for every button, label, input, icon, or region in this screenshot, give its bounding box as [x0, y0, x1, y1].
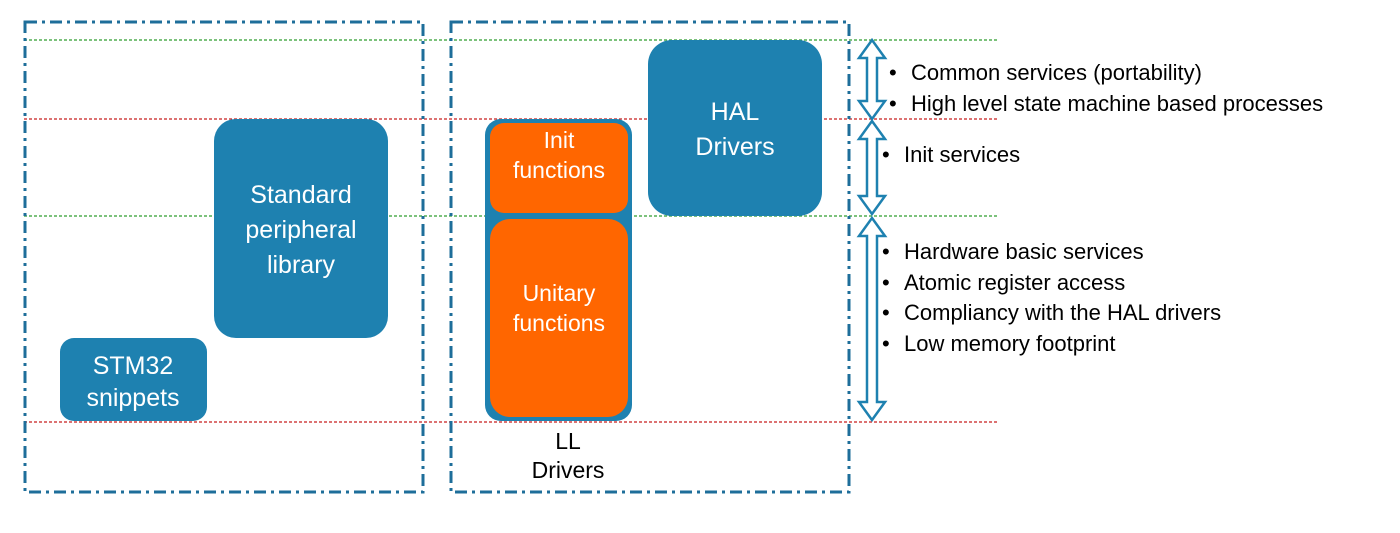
- annotation-common-item-1: Common services (portability): [911, 60, 1202, 85]
- stm32-snippets-line-2: snippets: [86, 384, 179, 412]
- annotation-common-services: • Common services (portability) • High l…: [889, 60, 1323, 116]
- annotation-hardware-item-1: Hardware basic services: [904, 239, 1144, 264]
- ll-drivers-stack: Init functions Unitary functions: [485, 119, 632, 421]
- right-frame: [449, 20, 851, 494]
- annotation-hardware-item-3: Compliancy with the HAL drivers: [904, 300, 1221, 325]
- standard-peripheral-library-line-3: library: [267, 251, 336, 279]
- annotation-hardware-item-4: Low memory footprint: [904, 331, 1116, 356]
- ll-drivers-caption-line-1: LL: [555, 428, 581, 454]
- unitary-functions-line-2: functions: [513, 310, 605, 336]
- annotation-hardware-item-2: Atomic register access: [904, 270, 1125, 295]
- init-functions-box: Init functions: [490, 123, 628, 213]
- left-frame: [23, 20, 425, 494]
- bullet: •: [889, 91, 897, 116]
- init-functions-line-2: functions: [513, 157, 605, 183]
- annotation-hardware-services: • Hardware basic services • Atomic regis…: [882, 239, 1221, 356]
- bullet: •: [882, 239, 890, 264]
- annotation-init-services: • Init services: [882, 142, 1020, 167]
- unitary-functions-box: Unitary functions: [490, 219, 628, 417]
- annotation-init-item-1: Init services: [904, 142, 1020, 167]
- bullet: •: [882, 270, 890, 295]
- double-arrow-init-icon: [856, 118, 888, 217]
- hal-drivers-line-1: HAL: [711, 98, 760, 126]
- annotation-common-item-2: High level state machine based processes: [911, 91, 1323, 116]
- bullet: •: [882, 300, 890, 325]
- stm32-snippets-box: STM32 snippets: [60, 338, 207, 421]
- stm32-snippets-line-1: STM32: [93, 352, 174, 380]
- ll-drivers-caption-line-2: Drivers: [532, 457, 605, 483]
- unitary-functions-line-1: Unitary: [523, 280, 596, 306]
- init-functions-line-1: Init: [544, 127, 575, 153]
- bullet: •: [889, 60, 897, 85]
- hal-drivers-box: HAL Drivers: [648, 40, 822, 216]
- hal-drivers-line-2: Drivers: [695, 133, 774, 161]
- standard-peripheral-library-line-2: peripheral: [245, 216, 356, 244]
- double-arrow-hardware-icon: [856, 215, 888, 423]
- bullet: •: [882, 331, 890, 356]
- standard-peripheral-library-line-1: Standard: [250, 181, 351, 209]
- bullet: •: [882, 142, 890, 167]
- double-arrow-common-icon: [856, 37, 888, 122]
- standard-peripheral-library-box: Standard peripheral library: [214, 119, 388, 338]
